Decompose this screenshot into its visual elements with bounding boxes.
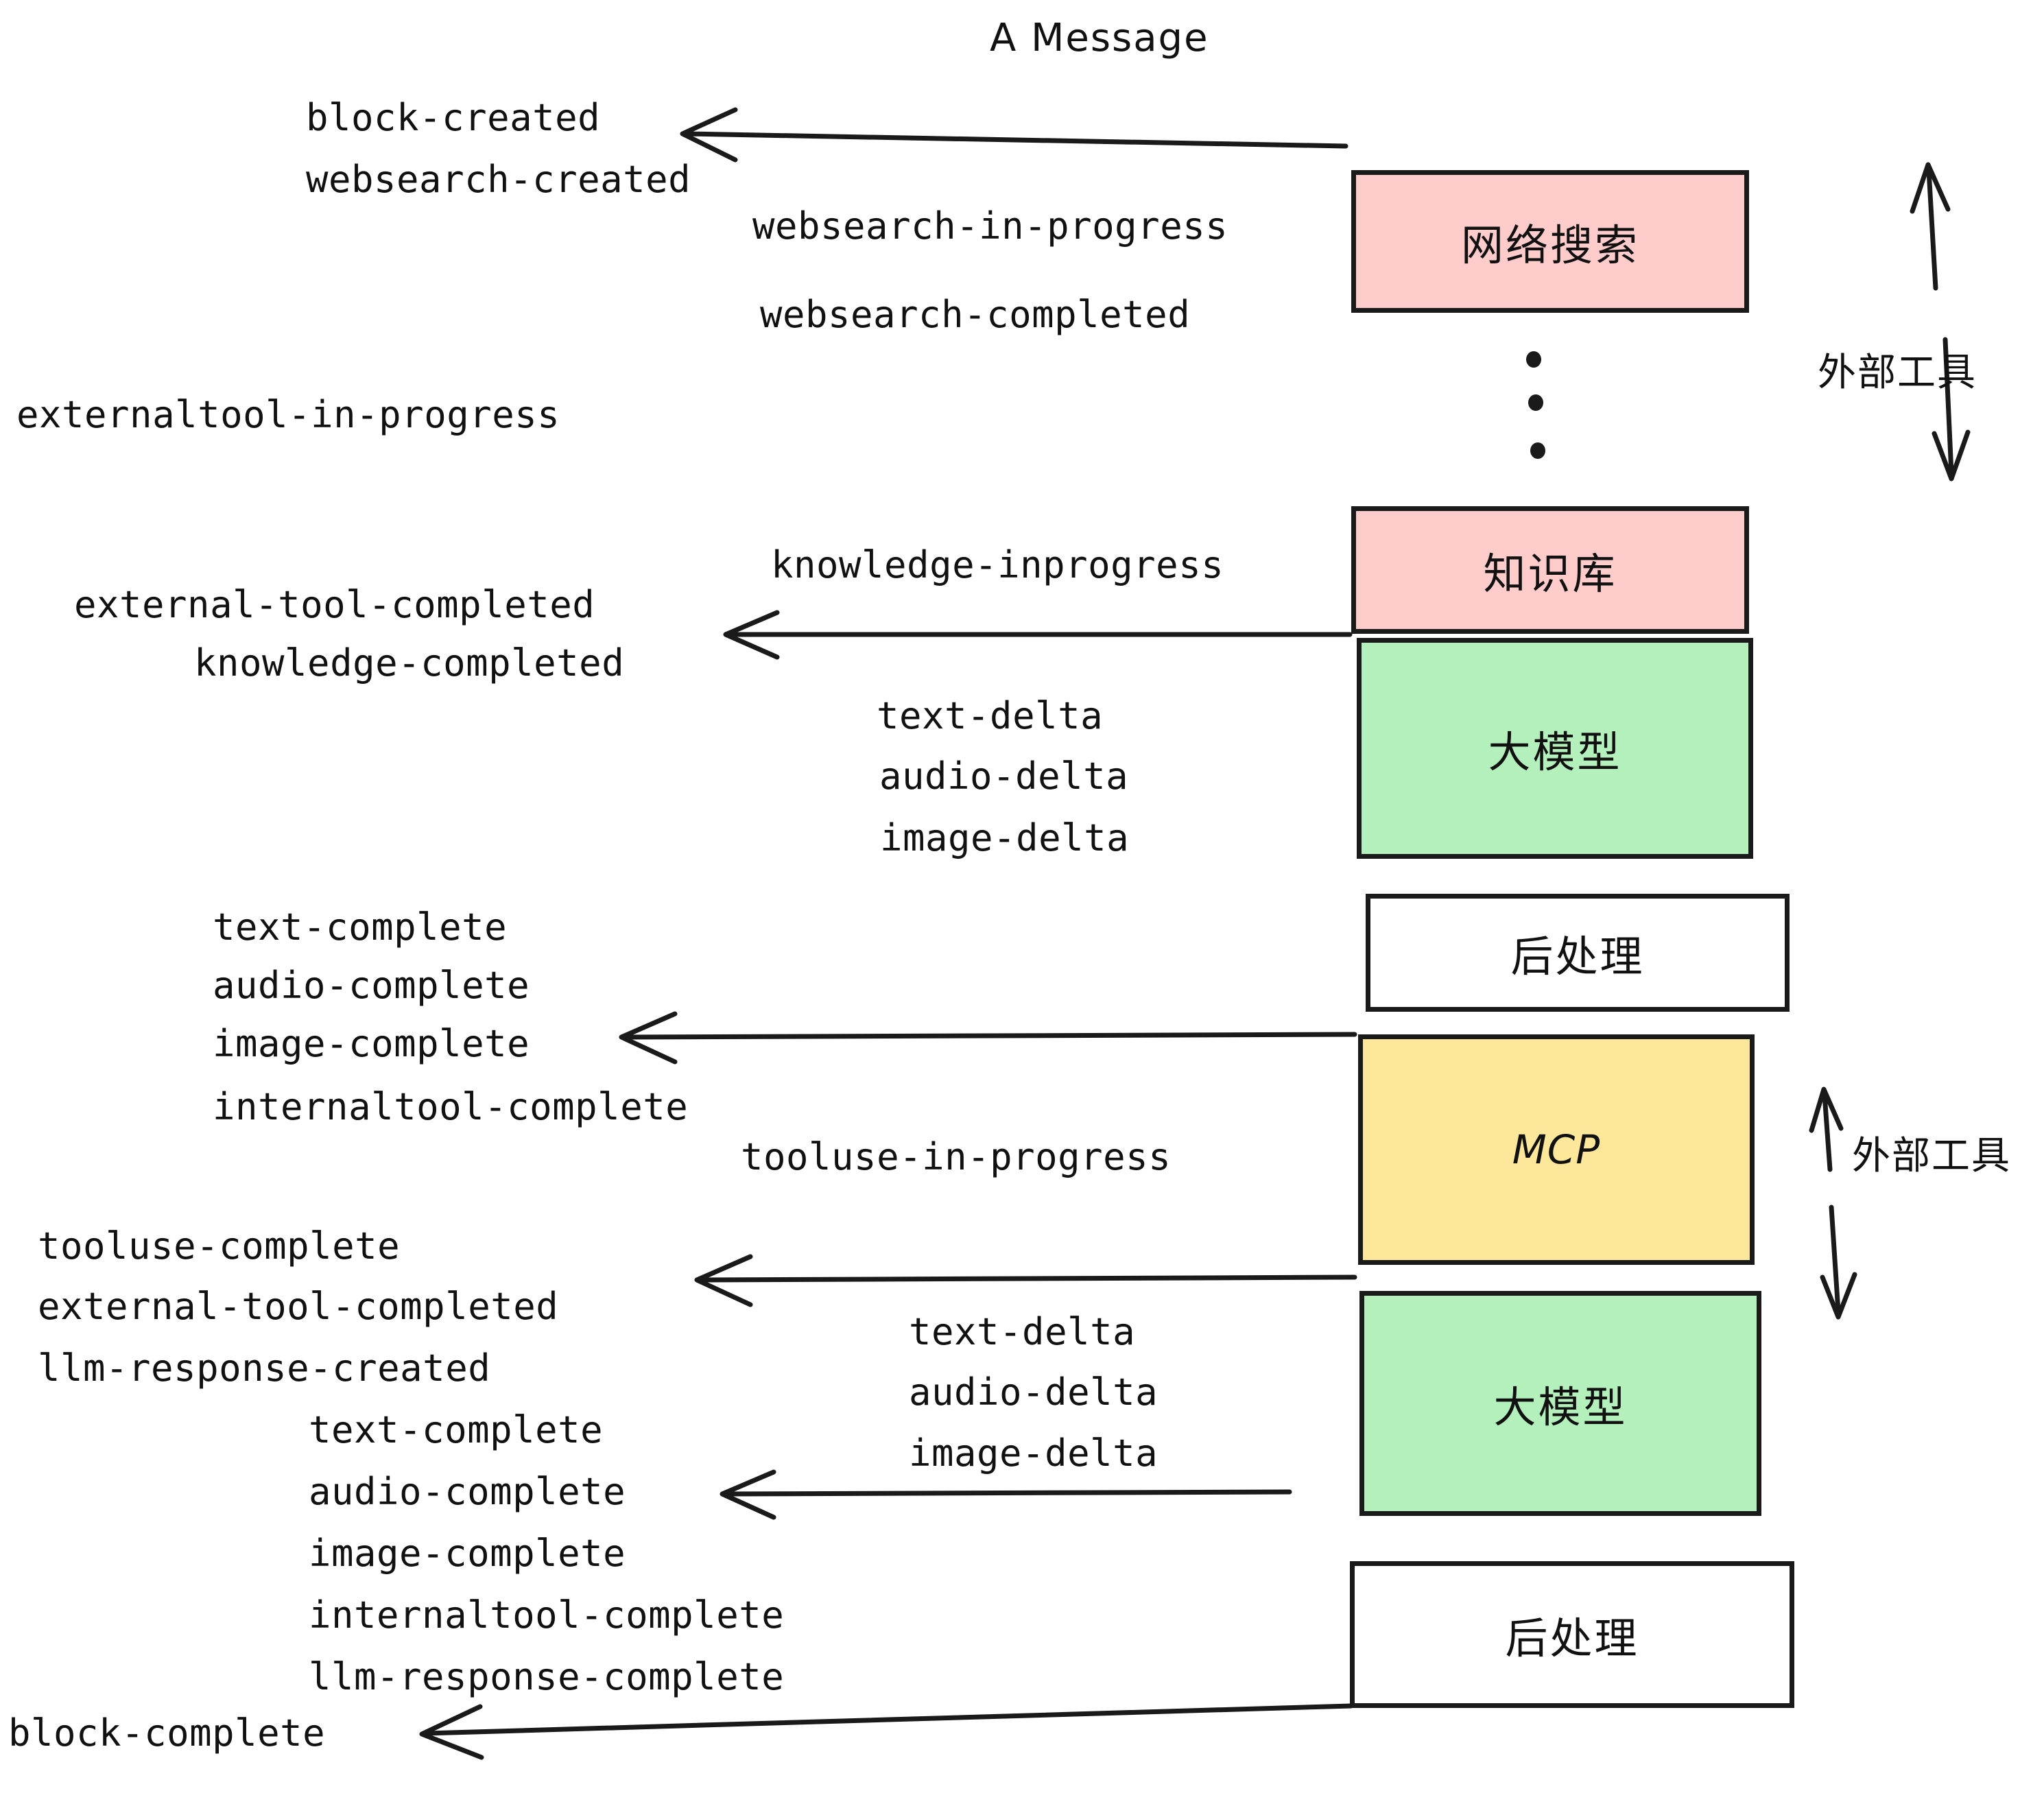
event-text-delta-2: text-delta: [909, 1310, 1136, 1353]
event-image-complete-2: image-complete: [309, 1532, 626, 1575]
arrow-postprocess-to-block-complete: [419, 1703, 1354, 1760]
event-audio-delta-1: audio-delta: [879, 755, 1129, 798]
box-llm-1-label: 大模型: [1488, 727, 1622, 777]
box-llm-1[interactable]: 大模型: [1357, 638, 1753, 859]
ellipsis-dot-3: [1530, 442, 1545, 459]
event-knowledge-inprogress: knowledge-inprogress: [771, 543, 1224, 586]
event-text-delta-1: text-delta: [877, 694, 1104, 737]
box-websearch[interactable]: 网络搜索: [1351, 170, 1749, 313]
page-title: A Message: [990, 16, 1209, 60]
event-websearch-completed: websearch-completed: [760, 293, 1191, 336]
arrow-mcp-to-image-complete: [619, 1011, 1357, 1065]
arrow-llm-to-audio-complete: [720, 1469, 1292, 1520]
event-text-complete-2: text-complete: [309, 1408, 604, 1451]
box-knowledge[interactable]: 知识库: [1351, 506, 1749, 634]
box-postprocess-1-label: 后处理: [1510, 931, 1645, 982]
event-block-complete: block-complete: [8, 1711, 326, 1755]
arrow-knowledge-to-completed: [723, 610, 1353, 660]
event-internaltool-complete-2: internaltool-complete: [309, 1593, 785, 1637]
event-internaltool-complete-1: internaltool-complete: [213, 1085, 689, 1128]
event-audio-complete-1: audio-complete: [213, 964, 530, 1007]
event-audio-delta-2: audio-delta: [909, 1370, 1158, 1414]
event-knowledge-completed: knowledge-completed: [194, 641, 625, 685]
arrow-websearch-to-block-created: [680, 107, 1348, 163]
box-mcp-label: MCP: [1512, 1126, 1601, 1173]
event-audio-complete-2: audio-complete: [309, 1470, 626, 1513]
event-image-delta-1: image-delta: [880, 816, 1130, 859]
event-websearch-in-progress: websearch-in-progress: [752, 204, 1228, 248]
external-tool-label-bottom: 外部工具: [1852, 1134, 2011, 1178]
event-image-delta-2: image-delta: [909, 1432, 1158, 1475]
event-tooluse-in-progress: tooluse-in-progress: [741, 1135, 1172, 1178]
external-tool-arrow-bottom: [1809, 1087, 1857, 1320]
external-tool-arrow-top: [1910, 162, 1971, 482]
ellipsis-dot-1: [1526, 351, 1541, 368]
event-block-created: block-created: [306, 96, 601, 139]
event-external-tool-completed-1: external-tool-completed: [74, 583, 595, 626]
event-external-tool-completed-2: external-tool-completed: [38, 1285, 559, 1328]
event-websearch-created: websearch-created: [306, 158, 691, 201]
box-mcp[interactable]: MCP: [1358, 1034, 1755, 1265]
event-llm-response-created: llm-response-created: [38, 1346, 491, 1390]
box-postprocess-2[interactable]: 后处理: [1350, 1561, 1794, 1708]
ellipsis-dot-2: [1528, 394, 1543, 411]
box-llm-2-label: 大模型: [1493, 1382, 1628, 1432]
event-tooluse-complete: tooluse-complete: [38, 1224, 401, 1268]
box-knowledge-label: 知识库: [1483, 549, 1617, 599]
box-websearch-label: 网络搜索: [1460, 220, 1639, 270]
box-postprocess-1[interactable]: 后处理: [1366, 894, 1790, 1012]
event-llm-response-complete: llm-response-complete: [309, 1655, 785, 1698]
box-llm-2[interactable]: 大模型: [1359, 1291, 1761, 1516]
event-externaltool-in-progress: externaltool-in-progress: [16, 393, 560, 436]
event-image-complete-1: image-complete: [213, 1022, 530, 1065]
event-text-complete-1: text-complete: [213, 905, 508, 949]
arrow-mcp-to-tooluse-complete: [694, 1254, 1357, 1307]
box-postprocess-2-label: 后处理: [1505, 1613, 1639, 1663]
external-tool-label-top: 外部工具: [1818, 351, 1977, 395]
